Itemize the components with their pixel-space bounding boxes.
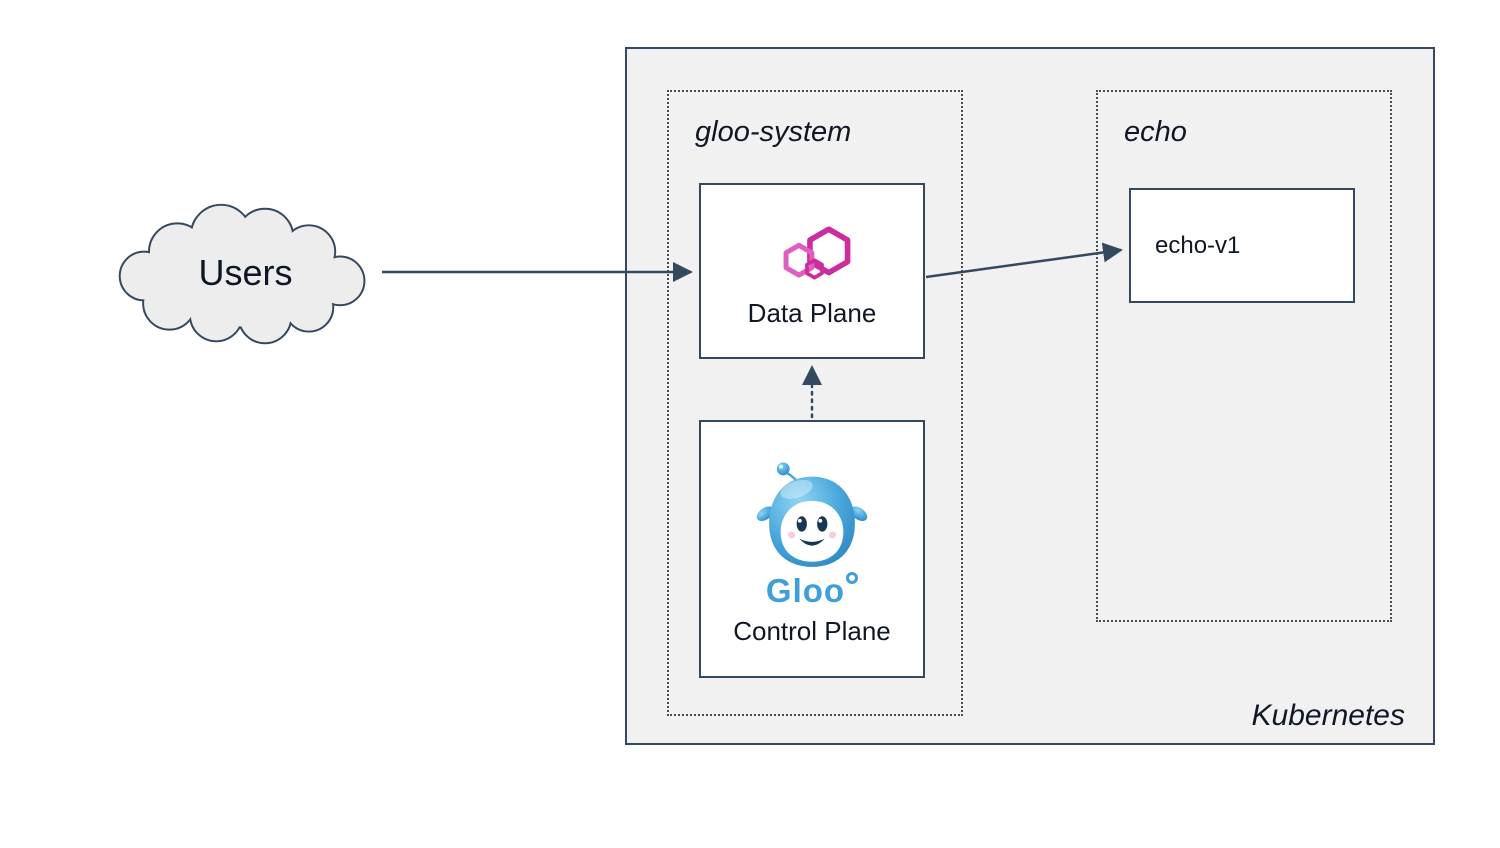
gloo-gateway-icon: [783, 226, 851, 280]
namespace-gloo-system-label: gloo-system: [695, 116, 852, 148]
gloo-logo-text: Gloo: [765, 572, 846, 610]
echo-v1-node: echo-v1: [1129, 188, 1355, 303]
control-plane-label: Control Plane: [733, 616, 891, 647]
kubernetes-label: Kubernetes: [1251, 699, 1405, 732]
gloo-logo: Gloo: [765, 572, 859, 610]
data-plane-label: Data Plane: [747, 297, 877, 328]
users-label: Users: [198, 252, 293, 293]
namespace-gloo-system: gloo-system: [667, 90, 963, 716]
gloo-logo-dot: [846, 572, 859, 585]
users-cloud-shape: [118, 203, 366, 345]
namespace-echo: echo: [1096, 90, 1392, 622]
users-cloud: Users: [108, 198, 383, 354]
data-plane-node: Data Plane: [699, 183, 925, 359]
gloo-mascot-icon: [756, 462, 868, 568]
namespace-echo-label: echo: [1124, 116, 1187, 148]
echo-v1-label: echo-v1: [1155, 231, 1241, 259]
control-plane-node: Gloo Control Plane: [699, 420, 925, 678]
